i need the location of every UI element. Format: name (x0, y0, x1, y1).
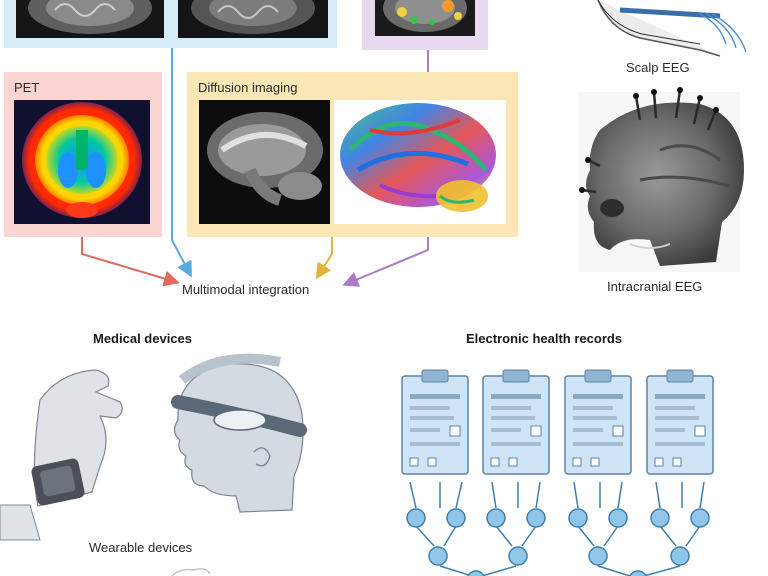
ehr-nodes (406, 508, 710, 576)
tree-node (670, 546, 690, 566)
tree-node (526, 508, 546, 528)
clipboard (401, 369, 469, 475)
tree-node (629, 570, 647, 576)
tree-node (428, 546, 448, 566)
clipboard (482, 369, 550, 475)
diffusion-panel (187, 72, 518, 237)
tree-node (588, 546, 608, 566)
partial-sketch (171, 567, 211, 576)
tree-node (608, 508, 628, 528)
pet-label: PET (14, 80, 40, 95)
clipboard (564, 369, 632, 475)
wearable-devices-label: Wearable devices (89, 540, 193, 555)
tree-node (486, 508, 506, 528)
ehr-network-tree (409, 481, 705, 576)
tree-node (446, 508, 466, 528)
diffusion-imaging-label: Diffusion imaging (198, 80, 298, 95)
tree-node (406, 508, 426, 528)
multimodal-integration-label: Multimodal integration (182, 282, 310, 297)
clipboard (646, 369, 714, 475)
electronic-health-records-title: Electronic health records (466, 331, 623, 346)
tree-node (568, 508, 588, 528)
ehr-clipboards (401, 369, 714, 475)
intracranial-eeg-illustration (578, 87, 744, 272)
scalp-eeg-label: Scalp EEG (626, 60, 690, 75)
tree-node (508, 546, 528, 566)
fmri-panel (362, 0, 488, 50)
medical-devices-title: Medical devices (93, 331, 192, 346)
mri-panel (4, 0, 337, 48)
scalp-eeg-illustration (597, 0, 747, 57)
tree-node (467, 570, 485, 576)
tree-node (690, 508, 710, 528)
pet-panel (4, 72, 162, 237)
tree-node (650, 508, 670, 528)
wearable-devices-illustration (0, 353, 307, 541)
integration-arrows (81, 48, 429, 284)
intracranial-eeg-label: Intracranial EEG (607, 279, 703, 294)
